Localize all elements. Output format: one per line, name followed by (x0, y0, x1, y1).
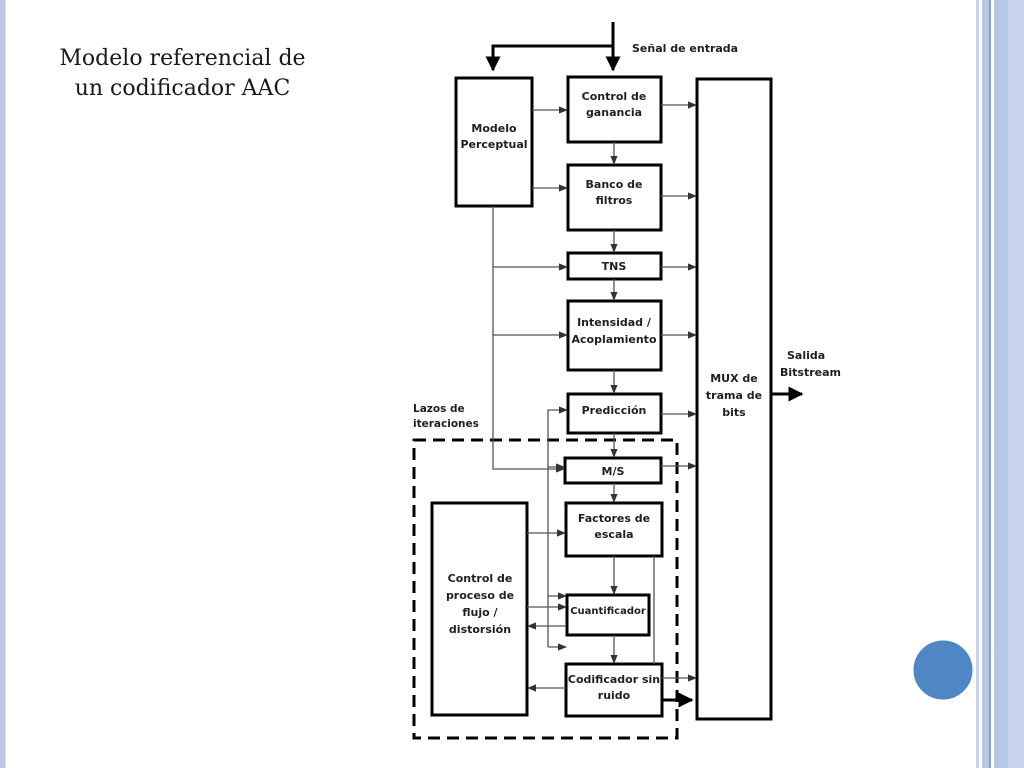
prediction-label: Predicción (582, 404, 647, 417)
right-frame-bar-5 (1008, 0, 1024, 768)
block-filter-bank: Banco de filtros (566, 163, 663, 232)
perceptual-label-1: Modelo (471, 122, 517, 135)
rate-label-3: flujo / (462, 606, 498, 619)
tns-label: TNS (602, 260, 627, 273)
left-frame-line (5, 0, 6, 768)
input-arrow-perceptual (485, 44, 613, 72)
right-frame-bar-4 (994, 0, 1008, 768)
quantizer-label: Cuantificador (570, 606, 646, 617)
filterbank-label-1: Banco de (586, 178, 643, 191)
input-signal: Señal de entrada (485, 22, 738, 72)
mux-label-2: trama de (706, 389, 762, 402)
title-line-2: un codificador AAC (74, 76, 291, 101)
gain-label-1: Control de (582, 90, 647, 103)
loop-bus-connectors (527, 406, 655, 692)
gain-label-2: ganancia (586, 106, 642, 119)
right-frame-bar-2 (982, 0, 989, 768)
output-label-1: Salida (787, 349, 825, 362)
ms-label: M/S (602, 465, 625, 478)
block-tns: TNS (566, 251, 663, 281)
block-ms: M/S (563, 456, 663, 485)
input-label: Señal de entrada (632, 42, 738, 55)
perceptual-connectors (492, 106, 568, 473)
rate-label-1: Control de (448, 572, 513, 585)
block-prediction: Predicción (566, 392, 663, 435)
loop-label-1: Lazos de (413, 403, 465, 415)
loop-label-2: iteraciones (413, 418, 479, 430)
intensity-label-1: Intensidad / (577, 316, 652, 329)
scalefactors-label-2: escala (594, 528, 633, 541)
block-mux: MUX de trama de bits (695, 77, 773, 721)
output-label-2: Bitstream (780, 366, 841, 379)
block-quantizer: Cuantificador (565, 593, 651, 637)
mux-input-connectors (661, 101, 697, 708)
right-frame-bar-1 (976, 0, 979, 768)
left-frame-bar (0, 0, 5, 768)
right-frame-bar-3 (989, 0, 991, 768)
iteration-loop-region (412, 438, 679, 740)
title-line-1: Modelo referencial de (59, 46, 306, 71)
intensity-label-2: Acoplamiento (572, 333, 657, 346)
block-scale-factors: Factores de escala (564, 501, 664, 558)
block-intensity-coupling: Intensidad / Acoplamiento (566, 299, 663, 372)
rate-label-2: proceso de (446, 589, 514, 602)
noiseless-label-1: Codificador sin (568, 673, 660, 686)
block-noiseless-coder: Codificador sin ruido (564, 662, 664, 718)
block-perceptual-model: Modelo Perceptual (454, 76, 534, 208)
mux-label-1: MUX de (710, 372, 758, 385)
block-gain-control: Control de ganancia (566, 75, 663, 144)
mux-label-3: bits (722, 406, 746, 419)
decor-circle (910, 637, 976, 703)
scalefactors-label-1: Factores de (578, 512, 650, 525)
noiseless-label-2: ruido (598, 689, 631, 702)
perceptual-label-2: Perceptual (460, 138, 527, 151)
block-rate-distortion-control: Control de proceso de flujo / distorsión (430, 501, 529, 717)
rate-label-4: distorsión (449, 623, 511, 636)
slide-title: Modelo referencial de un codificador AAC (40, 44, 325, 104)
filterbank-label-2: filtros (596, 194, 633, 207)
output-bitstream: Salida Bitstream (771, 349, 841, 402)
